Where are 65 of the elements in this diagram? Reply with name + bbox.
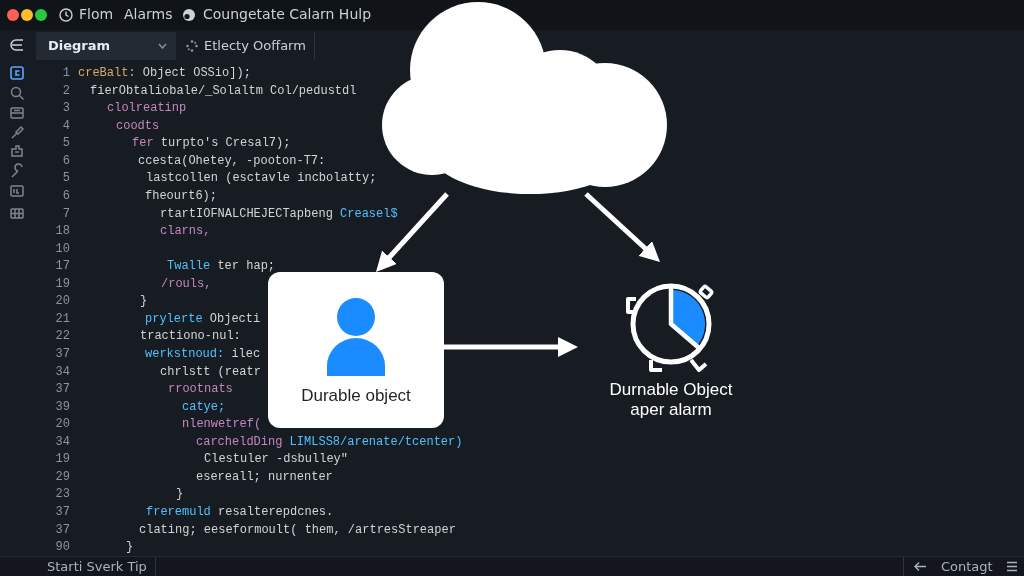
line-number: 4 — [61, 118, 70, 133]
line-number: 37 — [54, 522, 70, 537]
line-number: 18 — [54, 224, 70, 238]
node-label: Durnable Object aper alarm — [608, 380, 734, 420]
code-line: rtartIOFNALCHEJECTapbeng Creasel$ — [160, 206, 398, 221]
code-line: clolreatinp — [107, 101, 187, 116]
code-line: freremuld resalterepdcnes. — [146, 505, 334, 519]
editor-tab: Diegram — [36, 32, 176, 60]
line-number: 37 — [54, 347, 70, 361]
arrow — [444, 337, 578, 357]
line-number: 17 — [54, 259, 70, 274]
object-card — [268, 272, 444, 428]
node-label: Durable object — [300, 386, 412, 406]
code-line: creBalt: Object OSSio]); — [78, 66, 251, 80]
line-number: 90 — [54, 540, 70, 555]
code-line: fierObtaliobale/_Solaltm Col/pedustdl — [90, 83, 357, 98]
line-number: 20 — [54, 294, 70, 309]
line-number: 2 — [61, 83, 70, 98]
status-text: Contagt — [941, 558, 993, 575]
status-text: Starti Sverk Tip — [47, 558, 147, 575]
line-number: 1 — [61, 66, 70, 80]
code-line: rrootnats — [168, 382, 233, 397]
code-line: ccesta(Ohetey, -pooton-T7: — [138, 153, 326, 168]
code-line: fer turpto's Cresal7); — [132, 136, 291, 151]
code-line: } — [126, 540, 134, 555]
code-line: clarns, — [160, 224, 211, 238]
line-number: 6 — [61, 153, 70, 168]
cloud-shape — [380, 0, 670, 194]
code-line: tractiono-nul: — [140, 329, 241, 344]
code-line: coodts — [116, 118, 160, 133]
line-number: 6 — [61, 188, 70, 203]
line-number: 3 — [61, 101, 70, 116]
line-number: 7 — [61, 206, 70, 221]
code-line: nlenwetref( — [182, 417, 262, 432]
line-number: 37 — [54, 505, 70, 519]
line-number: 39 — [54, 399, 70, 414]
menu-item: Flom — [79, 6, 114, 23]
line-number: 29 — [54, 469, 70, 484]
menu-item: Alarms — [124, 6, 173, 23]
line-number: 19 — [54, 452, 70, 467]
code-line: Clestuler -dsbulley" — [204, 452, 349, 467]
line-number: 22 — [54, 329, 70, 344]
code-line: catye; — [182, 399, 226, 414]
line-number: 19 — [54, 276, 70, 291]
line-number: 21 — [54, 311, 70, 326]
code-line: clating; eeseformoult( them, /artresStreaper — [139, 522, 456, 537]
line-number: 23 — [54, 487, 70, 502]
line-number: 10 — [54, 241, 70, 256]
line-number: 20 — [54, 417, 70, 432]
code-line: fheourt6); — [145, 188, 217, 203]
editor-tab: Etlecty Ooffarm — [180, 32, 315, 60]
code-line: /rouls, — [161, 276, 212, 291]
line-number: 34 — [54, 364, 70, 379]
line-number: 5 — [61, 136, 70, 151]
line-number: 5 — [61, 171, 70, 186]
code-line: } — [140, 294, 148, 309]
line-number: 37 — [54, 382, 70, 397]
code-line: Twalle ter hap; — [167, 259, 276, 274]
code-line: lastcollen (esctavle incbolatty; — [146, 171, 377, 186]
line-number: 34 — [54, 434, 70, 449]
code-line: esereall; nurnenter — [196, 469, 333, 484]
arrow — [584, 192, 662, 264]
arrow — [374, 192, 449, 274]
code-line: } — [176, 487, 184, 502]
code-line: werkstnoud: ilec — [145, 347, 261, 361]
